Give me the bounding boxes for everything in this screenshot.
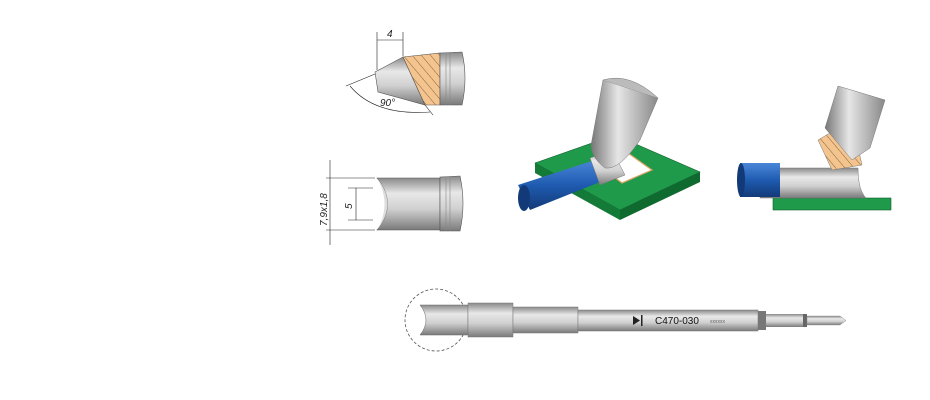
tip-top-view: 4 90° — [345, 29, 466, 116]
angle-dimension: 90° — [345, 73, 434, 116]
width-dimension: 4 — [376, 29, 404, 70]
outer-dimension: 7,9x1,8 — [319, 160, 375, 245]
angle-dimension-label: 90° — [380, 98, 395, 109]
width-dimension-label: 4 — [387, 29, 393, 40]
cartridge: C470-030 xxxxxx — [404, 288, 847, 352]
pcb-application-illustration — [518, 77, 701, 220]
tip-front-view: 7,9x1,8 5 — [319, 160, 464, 245]
outer-dimension-label: 7,9x1,8 — [319, 193, 330, 226]
serial-placeholder: xxxxxx — [710, 319, 726, 325]
part-number: C470-030 — [655, 316, 699, 327]
inner-dimension: 5 — [344, 187, 373, 221]
inner-dimension-label: 5 — [344, 203, 355, 209]
side-application-illustration — [737, 85, 892, 211]
direction-marker-icon — [633, 315, 643, 326]
